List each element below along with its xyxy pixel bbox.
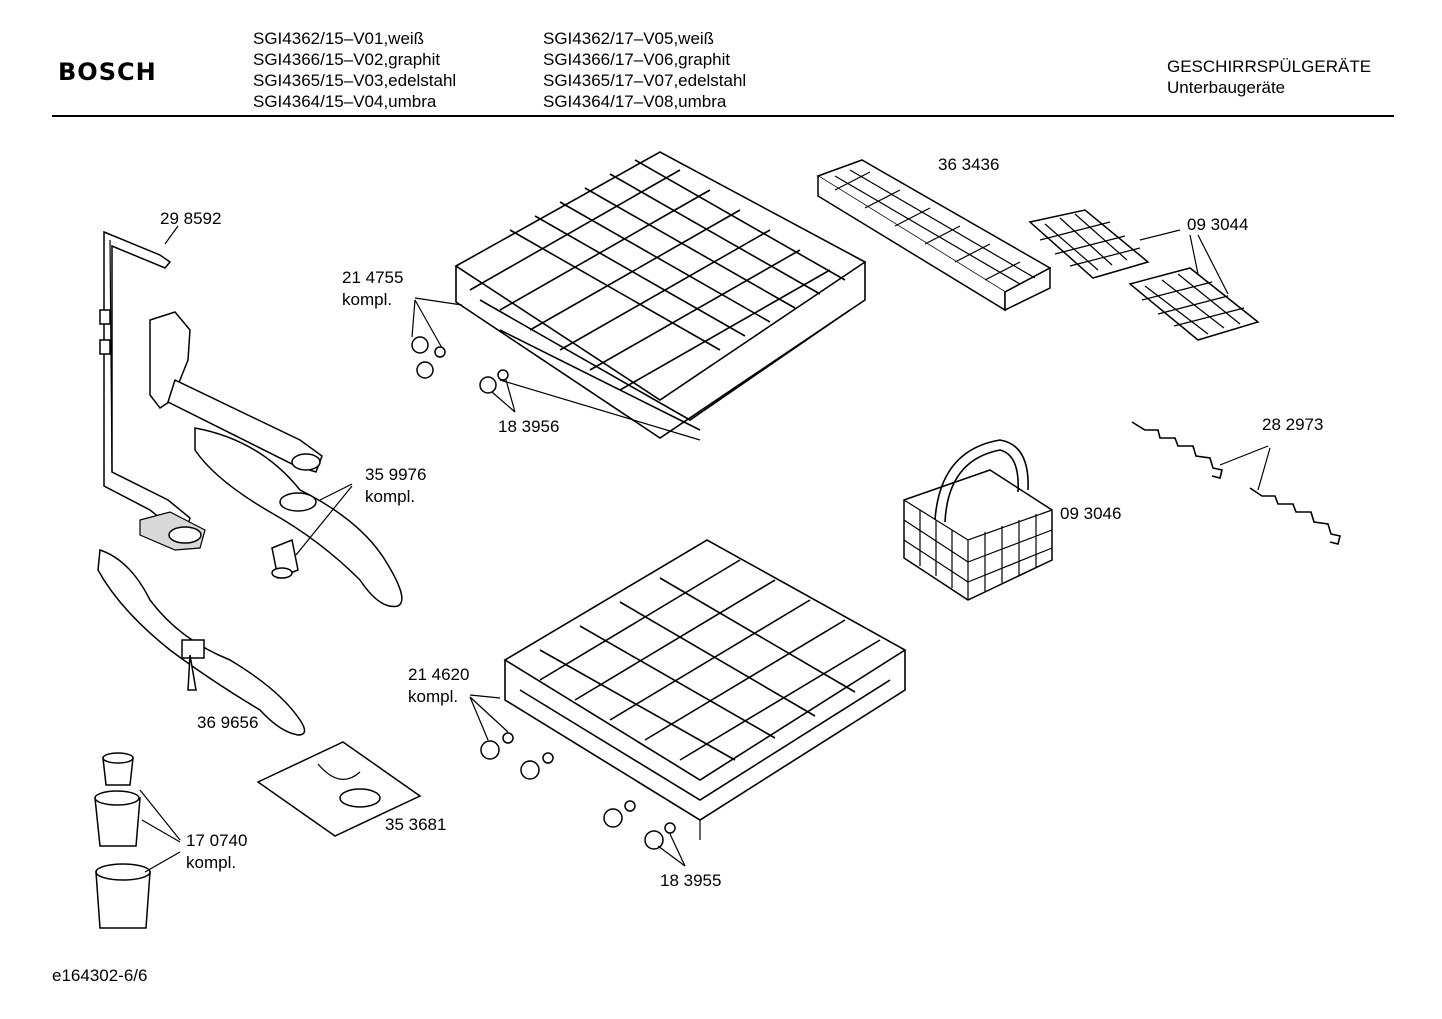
brand-logo: BOSCH bbox=[58, 58, 157, 86]
category-subtitle: Unterbaugeräte bbox=[1167, 78, 1286, 97]
part-label-359976: 35 9976 bbox=[365, 465, 426, 484]
cutlery-basket-drawing bbox=[903, 439, 1053, 601]
part-label-183955: 18 3955 bbox=[660, 871, 721, 890]
part-label-214755-note: kompl. bbox=[342, 290, 392, 309]
part-label-282973: 28 2973 bbox=[1262, 415, 1323, 434]
folding-spikes-drawing bbox=[1131, 421, 1341, 545]
diagram-code: e164302-6/6 bbox=[52, 966, 148, 985]
knife-rack-a-drawing bbox=[1028, 209, 1150, 279]
part-label-093044: 09 3044 bbox=[1187, 215, 1248, 234]
spray-arm-upper-drawing bbox=[149, 311, 403, 608]
lower-basket-drawing bbox=[503, 539, 907, 840]
model-item: SGI4366/15–V02,graphit bbox=[253, 50, 441, 69]
part-label-170740: 17 0740 bbox=[186, 831, 247, 850]
part-label-369656: 36 9656 bbox=[197, 713, 258, 732]
model-list-2: SGI4362/17–V05,weiß SGI4366/17–V06,graph… bbox=[543, 28, 746, 112]
part-label-093046: 09 3046 bbox=[1060, 504, 1121, 523]
part-label-298592: 29 8592 bbox=[160, 209, 221, 228]
model-item: SGI4362/15–V01,weiß bbox=[253, 29, 425, 48]
part-label-183956: 18 3956 bbox=[498, 417, 559, 436]
model-item: SGI4365/15–V03,edelstahl bbox=[253, 71, 457, 90]
flat-filter-drawing bbox=[256, 741, 422, 837]
upper-basket-drawing bbox=[454, 151, 867, 441]
header-divider bbox=[52, 115, 1394, 117]
upper-basket-wheels bbox=[411, 336, 509, 394]
part-label-359976-note: kompl. bbox=[365, 487, 415, 506]
filter-set-drawing bbox=[94, 752, 151, 929]
category-title: GESCHIRRSPÜLGERÄTE bbox=[1167, 57, 1372, 76]
part-label-363436: 36 3436 bbox=[938, 155, 999, 174]
part-label-214620: 21 4620 bbox=[408, 665, 469, 684]
part-label-214755: 21 4755 bbox=[342, 268, 403, 287]
spray-arm-lower-drawing bbox=[97, 548, 306, 736]
model-item: SGI4366/17–V06,graphit bbox=[543, 50, 731, 69]
model-list-1: SGI4362/15–V01,weiß SGI4366/15–V02,graph… bbox=[253, 28, 456, 112]
category-block: GESCHIRRSPÜLGERÄTE Unterbaugeräte bbox=[1167, 56, 1371, 98]
knife-rack-b-drawing bbox=[1128, 267, 1260, 341]
cup-shelf-drawing bbox=[816, 159, 1052, 312]
lower-basket-wheels bbox=[480, 732, 676, 850]
part-label-170740-note: kompl. bbox=[186, 853, 236, 872]
part-label-214620-note: kompl. bbox=[408, 687, 458, 706]
model-item: SGI4365/17–V07,edelstahl bbox=[543, 71, 747, 90]
model-item: SGI4364/17–V08,umbra bbox=[543, 92, 727, 111]
supply-pipe-drawing bbox=[99, 230, 206, 551]
part-label-353681: 35 3681 bbox=[385, 815, 446, 834]
model-item: SGI4362/17–V05,weiß bbox=[543, 29, 715, 48]
model-item: SGI4364/15–V04,umbra bbox=[253, 92, 437, 111]
